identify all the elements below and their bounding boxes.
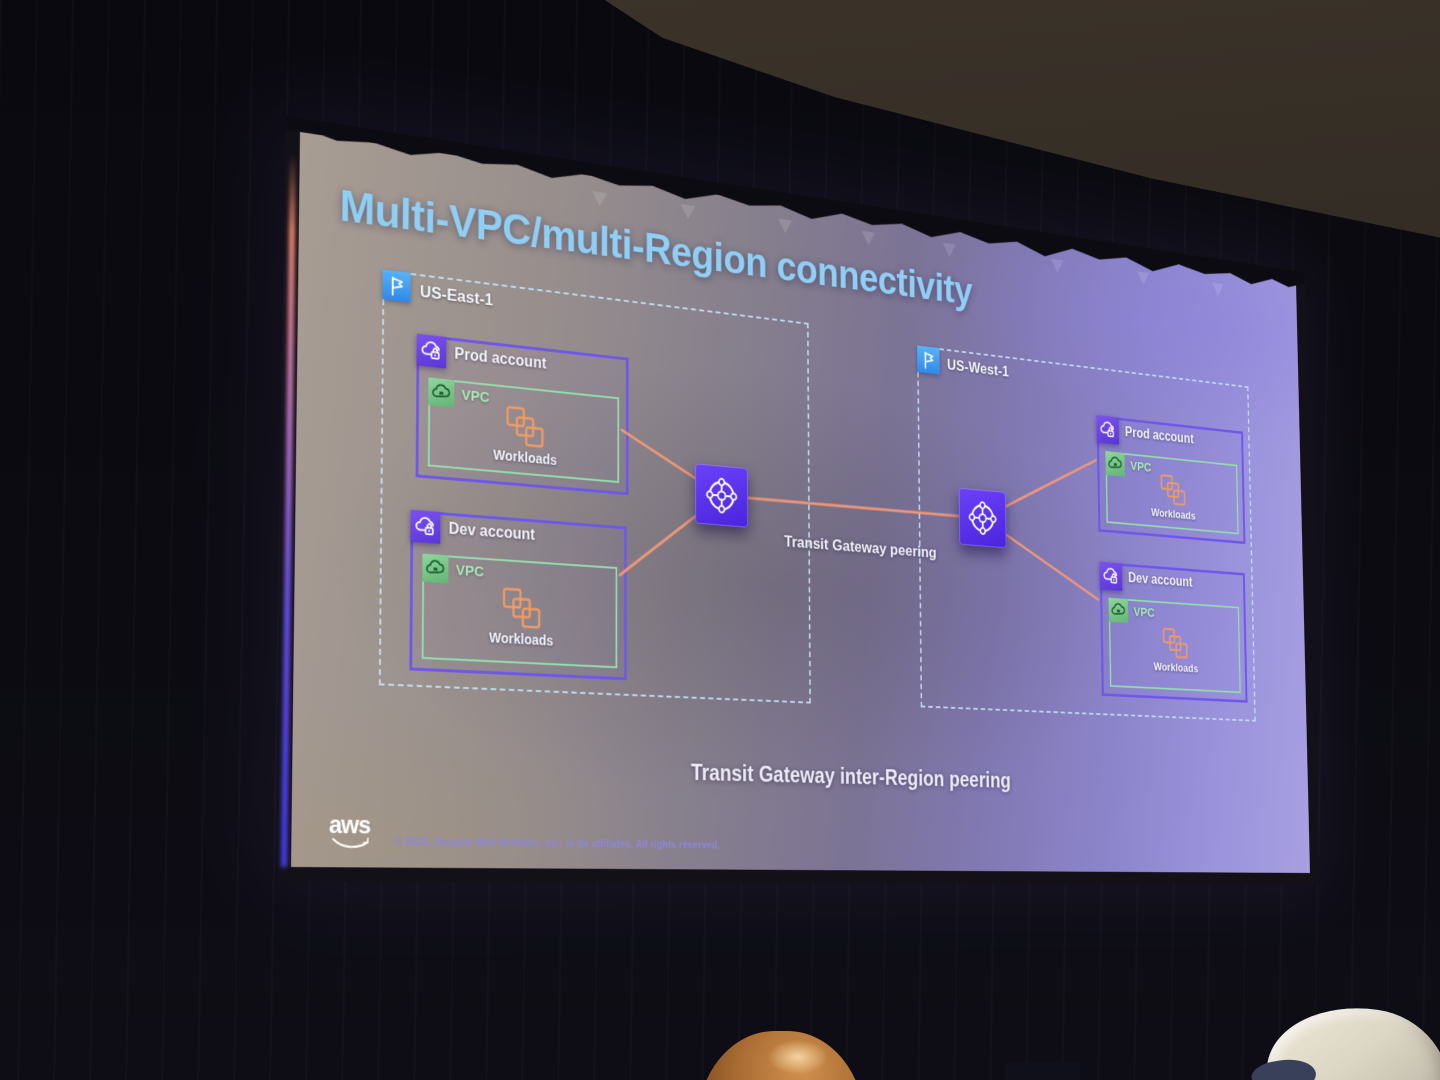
transit-gateway-icon: [695, 463, 748, 527]
transit-gateway-icon: [959, 488, 1007, 549]
dark-object: [1005, 1062, 1080, 1080]
